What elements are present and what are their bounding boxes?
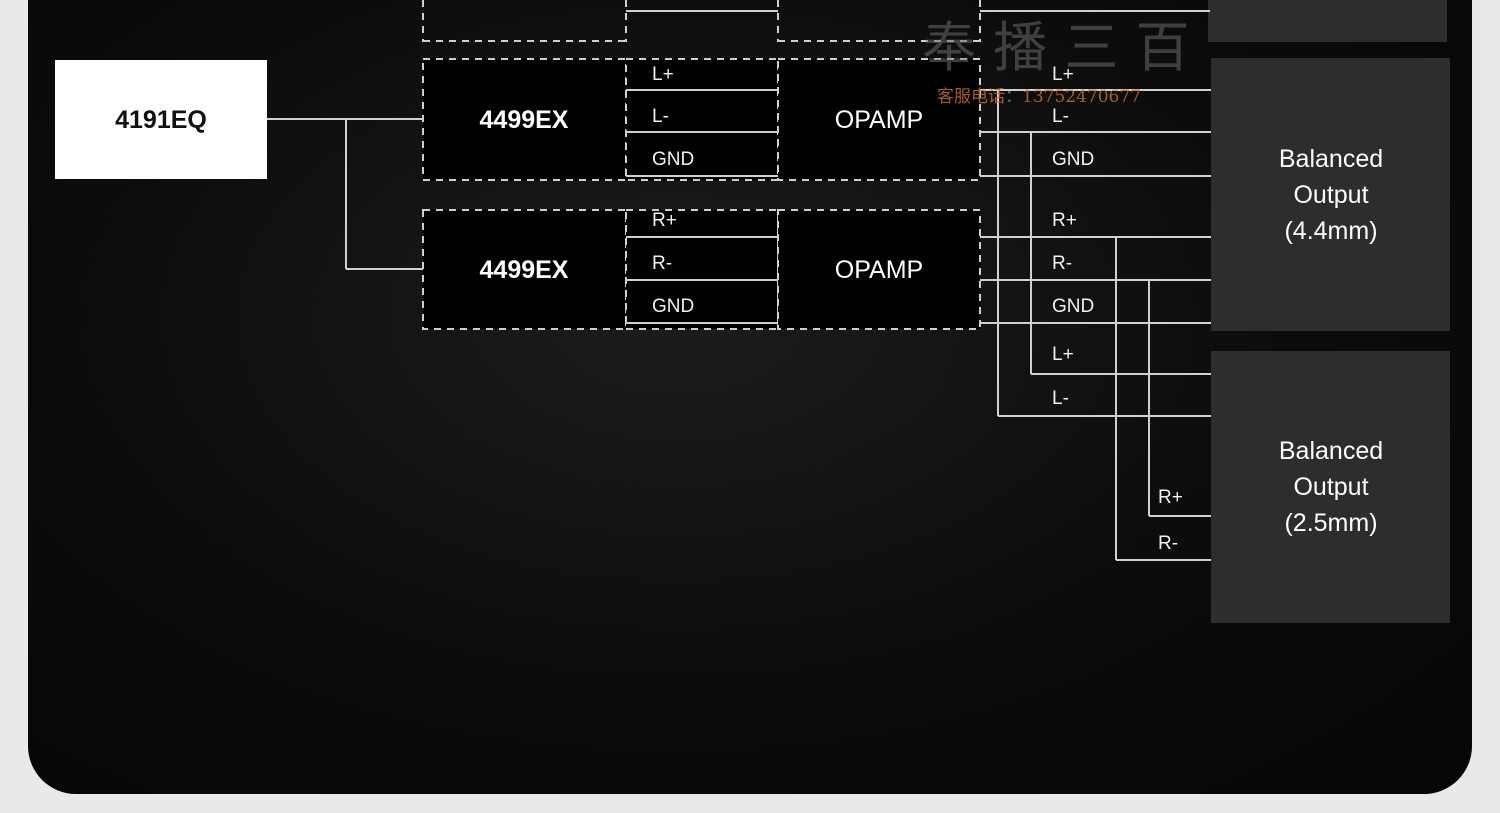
pin-label: L+ — [652, 64, 674, 85]
pin-label: R- — [1158, 533, 1178, 554]
dac-top-label: 4499EX — [480, 106, 569, 134]
pin-label: L+ — [1052, 64, 1074, 85]
output-box-4-4mm — [1211, 58, 1450, 331]
output-box-partial — [1208, 0, 1447, 42]
pin-label: R+ — [1052, 210, 1077, 231]
output-box-2-5mm — [1211, 351, 1450, 623]
pin-label: R+ — [1158, 487, 1183, 508]
pin-label: GND — [1052, 296, 1094, 317]
source-label: 4191EQ — [115, 106, 207, 134]
pin-label: L- — [1052, 106, 1069, 127]
pin-label: GND — [1052, 149, 1094, 170]
output-label-line: Balanced — [1279, 145, 1383, 173]
pin-label: R- — [1052, 253, 1072, 274]
pin-label: R- — [652, 253, 672, 274]
pin-label: GND — [652, 149, 694, 170]
watermark-title: 奉 播 三 百 — [922, 16, 1190, 79]
output-label-line: Balanced — [1279, 437, 1383, 465]
dac-bottom-pins — [625, 209, 779, 330]
dac-top-box — [422, 58, 627, 181]
opamp-top-label: OPAMP — [835, 106, 923, 134]
pin-label: L- — [1052, 388, 1069, 409]
opamp-top-box — [777, 58, 981, 181]
pin-label: L+ — [1052, 344, 1074, 365]
dac-bottom-label: 4499EX — [480, 256, 569, 284]
pin-label: R+ — [652, 210, 677, 231]
output-label-line: (2.5mm) — [1284, 509, 1377, 537]
opamp-bottom-box — [777, 209, 981, 330]
pin-label: GND — [652, 296, 694, 317]
output-label-line: Output — [1293, 181, 1368, 209]
output-label-line: Output — [1293, 473, 1368, 501]
watermark-contact: 客服电话：13752470677 — [937, 87, 1141, 107]
dac-top-pins — [625, 58, 779, 181]
opamp-bottom-label: OPAMP — [835, 256, 923, 284]
source-box — [55, 60, 267, 179]
pin-label: L- — [652, 106, 669, 127]
output-label-line: (4.4mm) — [1284, 217, 1377, 245]
